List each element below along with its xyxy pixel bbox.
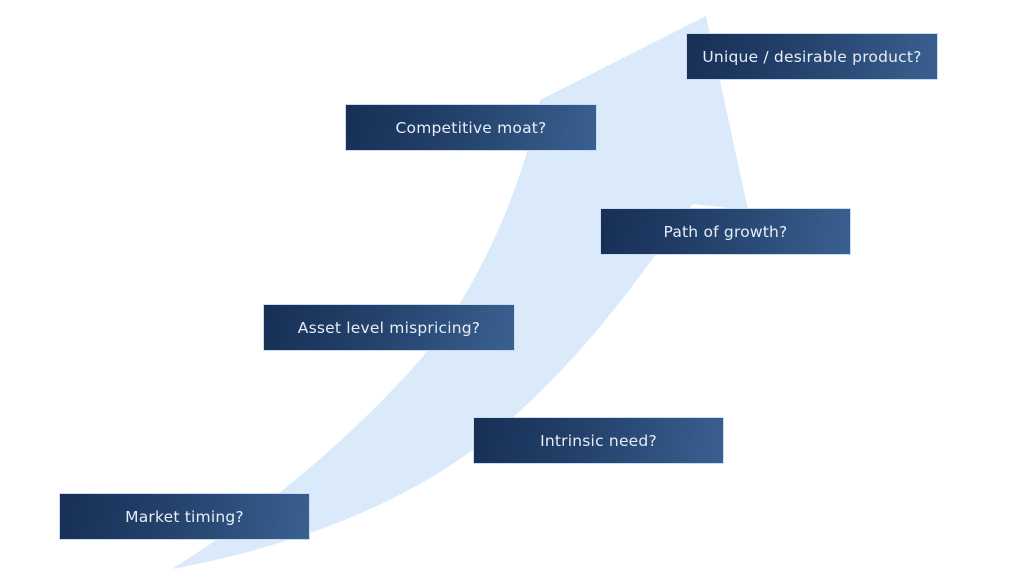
step-label: Intrinsic need? <box>540 431 657 450</box>
step-unique-desirable-product: Unique / desirable product? <box>686 33 938 80</box>
step-competitive-moat: Competitive moat? <box>345 104 597 151</box>
step-intrinsic-need: Intrinsic need? <box>473 417 724 464</box>
step-label: Path of growth? <box>663 222 788 241</box>
step-path-of-growth: Path of growth? <box>600 208 851 255</box>
step-label: Market timing? <box>125 507 244 526</box>
step-label: Competitive moat? <box>395 118 547 137</box>
step-label: Asset level mispricing? <box>297 318 481 337</box>
step-asset-level-mispricing: Asset level mispricing? <box>263 304 515 351</box>
step-label: Unique / desirable product? <box>702 47 922 66</box>
growth-arrow-shape <box>172 16 748 569</box>
step-market-timing: Market timing? <box>59 493 310 540</box>
